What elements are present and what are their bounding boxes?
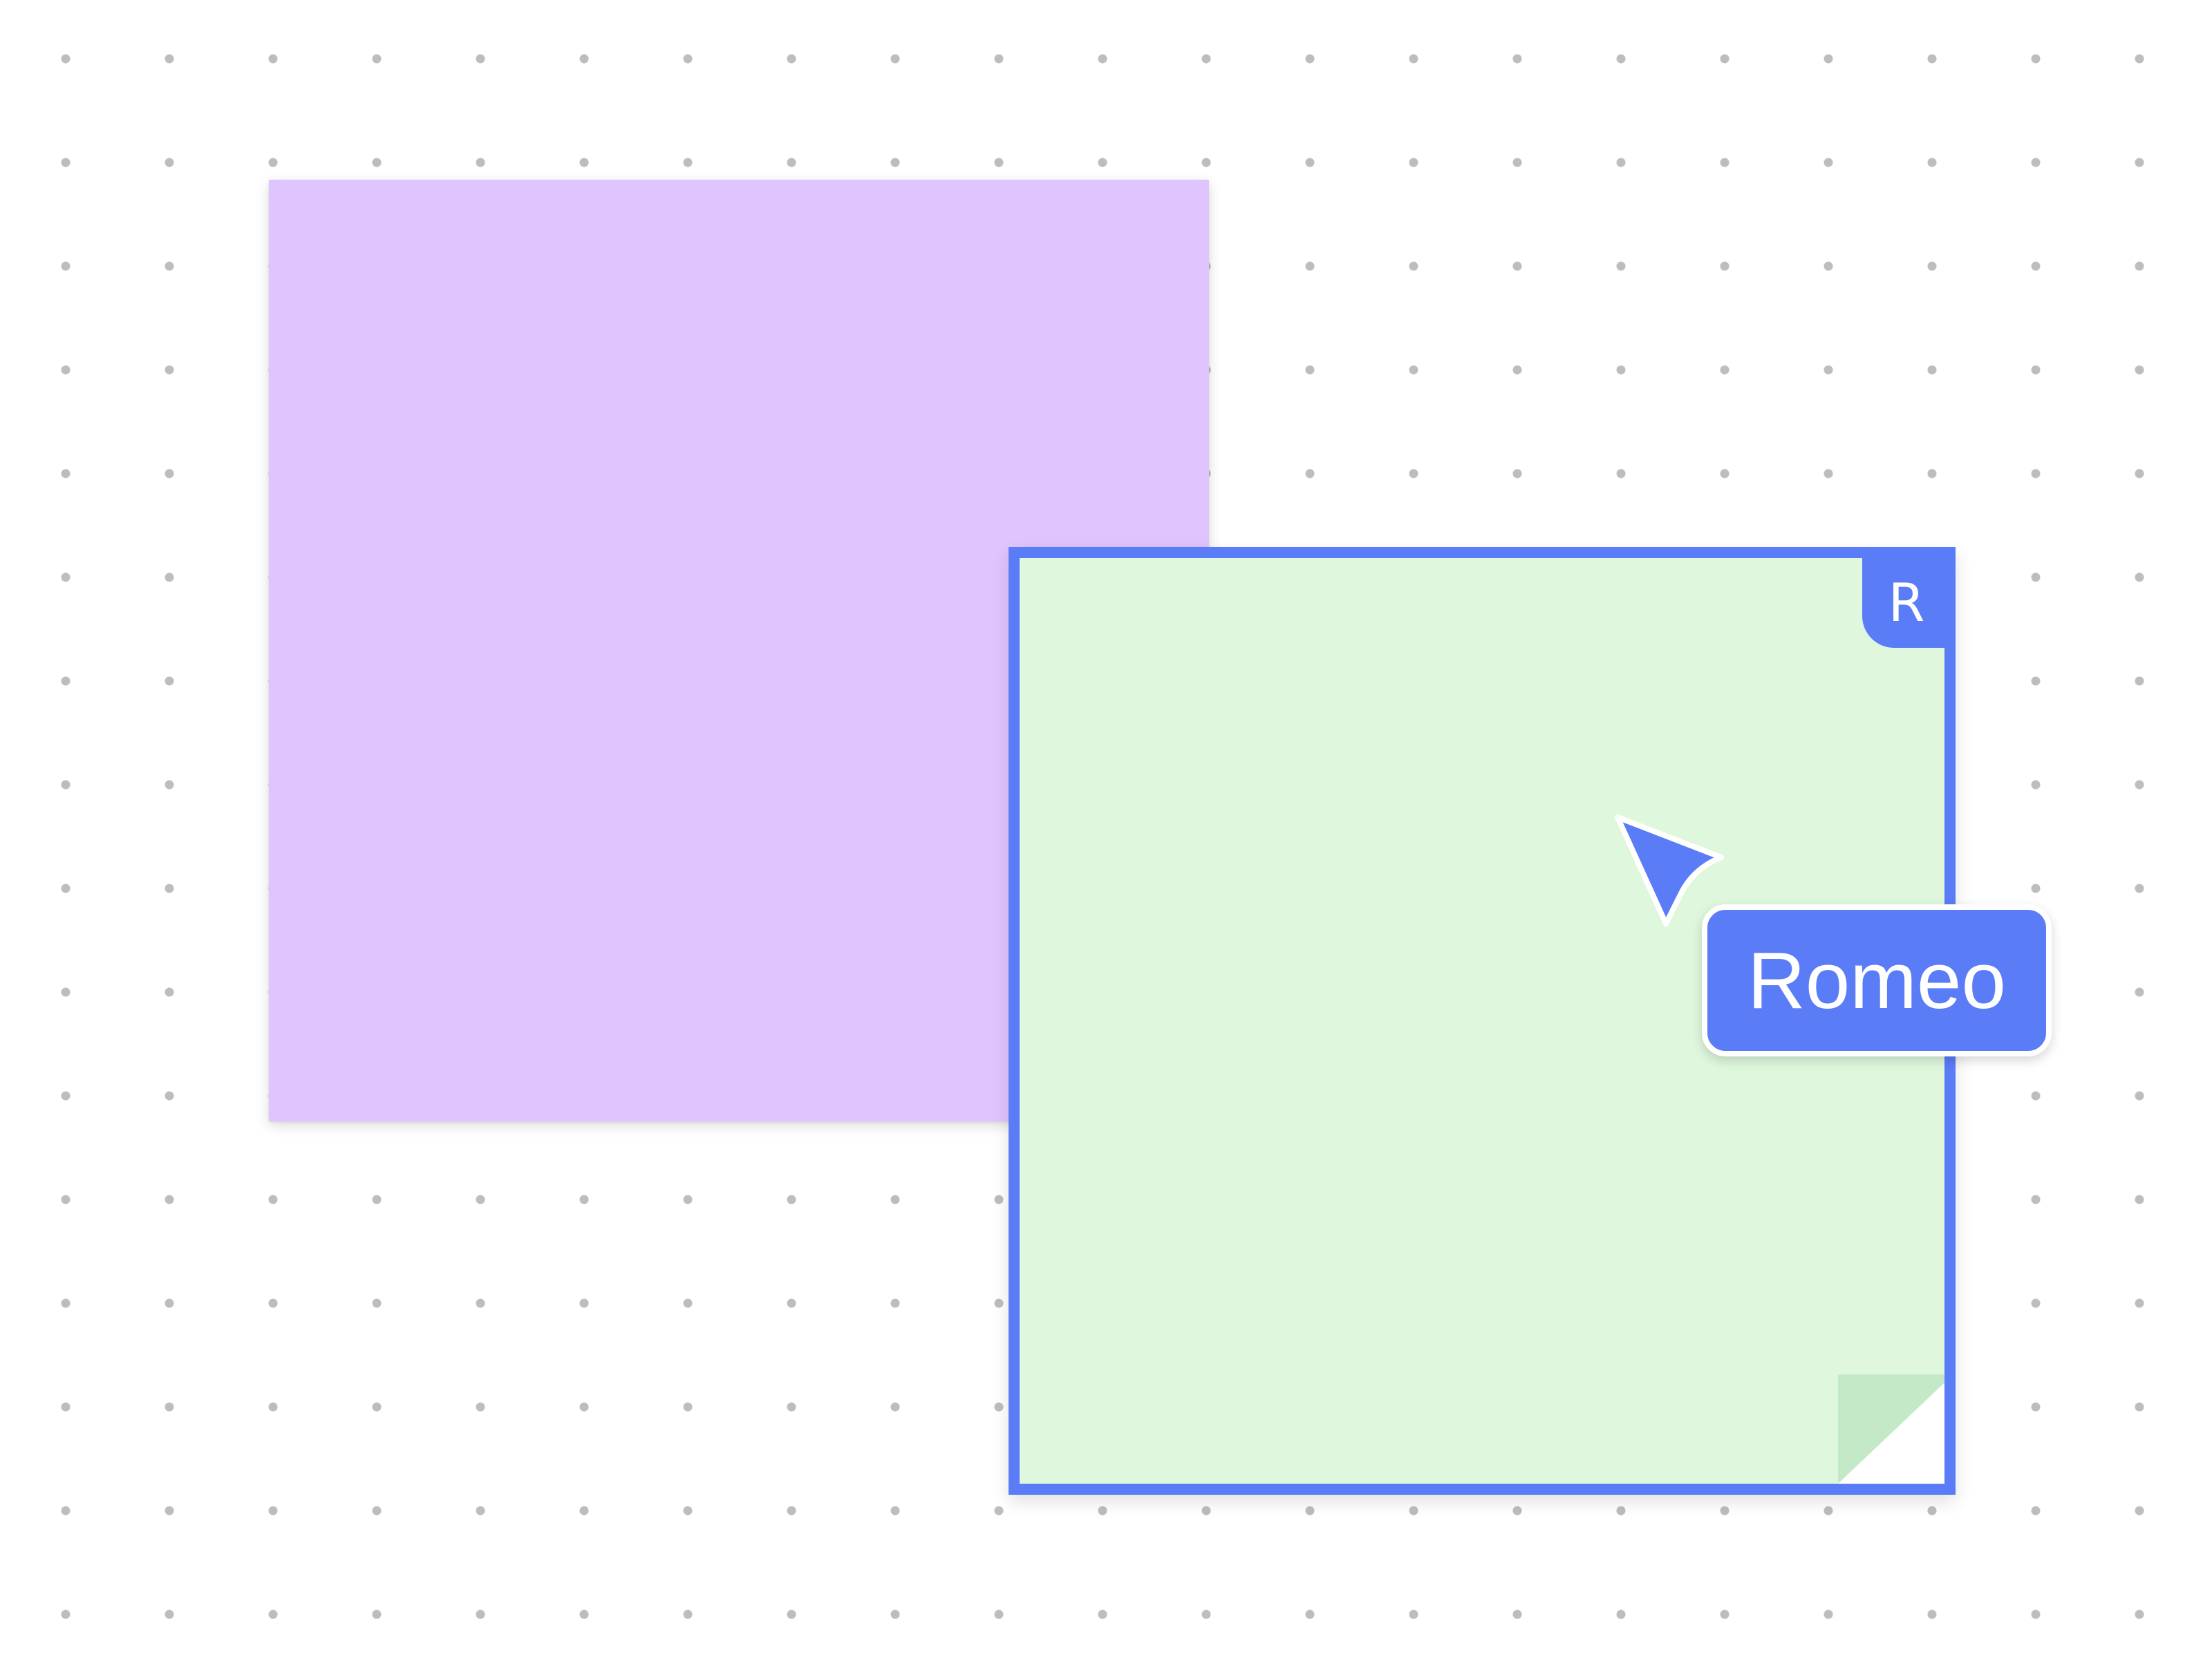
collaborator-name-tag: Romeo [1702,904,2052,1056]
collaborator-presence-badge: R [1862,557,1945,648]
page-curl-icon[interactable] [1838,1374,1944,1484]
collaborator-cursor-icon [1615,814,1724,926]
